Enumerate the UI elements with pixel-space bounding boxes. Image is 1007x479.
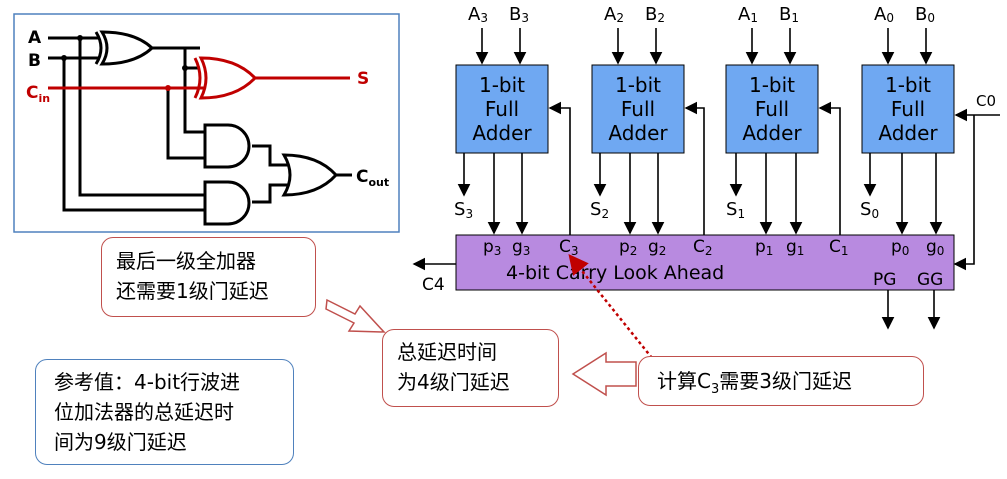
cla-adder-diagram: 1-bit Full Adder 1-bit Full Adder 1-bit … xyxy=(412,4,1000,330)
input-b3-label: B3 xyxy=(509,4,529,25)
gate-level-full-adder: A B Cin xyxy=(13,13,400,233)
block-arrow-right xyxy=(325,298,386,333)
callout-text: 最后一级全加器 xyxy=(116,249,256,273)
callout-text: 需要3级门延迟 xyxy=(719,369,852,393)
input-a3-label: A3 xyxy=(468,4,488,25)
callout-text: 为4级门延迟 xyxy=(397,370,510,394)
pin-p2: p2 xyxy=(619,237,637,258)
cla-box xyxy=(455,234,955,291)
callout-text: 位加法器的总延迟时 xyxy=(54,400,234,424)
pin-c3: C3 xyxy=(559,237,579,258)
callout-total-delay: 总延迟时间 为4级门延迟 xyxy=(382,329,559,407)
sum-s3-label: S3 xyxy=(454,199,473,221)
input-b2-label: B2 xyxy=(645,4,665,25)
output-s-label: S xyxy=(357,69,369,89)
callout-text: 间为9级门延迟 xyxy=(54,430,187,454)
sum-s2-label: S2 xyxy=(590,199,609,221)
adder-label: 1-bit xyxy=(749,73,795,97)
cla-title: 4-bit Carry Look Ahead xyxy=(506,262,724,284)
input-b-label: B xyxy=(28,51,41,71)
full-adder-3: 1-bit Full Adder xyxy=(455,64,549,154)
input-a-label: A xyxy=(28,28,42,48)
c0-label: C0 xyxy=(976,92,996,110)
input-b1-label: B1 xyxy=(779,4,799,25)
pin-p3: p3 xyxy=(483,237,501,258)
pin-c2: C2 xyxy=(693,237,713,258)
pg-label: PG xyxy=(873,270,896,290)
callout-text: 总延迟时间 xyxy=(397,340,497,364)
input-a1-label: A1 xyxy=(738,4,758,25)
adder-label: 1-bit xyxy=(479,73,525,97)
full-adder-2: 1-bit Full Adder xyxy=(591,64,685,154)
callout-text: 参考值：4-bit行波进 xyxy=(54,370,241,394)
output-cout-label: Cout xyxy=(356,167,389,189)
adder-label: Full xyxy=(755,97,789,121)
input-cin-label: Cin xyxy=(26,83,50,105)
block-arrow-left xyxy=(571,351,637,397)
pin-c1: C1 xyxy=(829,237,849,258)
pin-g3: g3 xyxy=(512,237,530,258)
input-a2-label: A2 xyxy=(604,4,624,25)
sum-s0-label: S0 xyxy=(860,199,879,221)
input-b0-label: B0 xyxy=(915,4,935,25)
pin-g2: g2 xyxy=(648,237,666,258)
pin-p1: p1 xyxy=(755,237,773,258)
gg-label: GG xyxy=(917,270,943,290)
pin-g1: g1 xyxy=(786,237,804,258)
callout-last-adder: 最后一级全加器 还需要1级门延迟 xyxy=(101,237,316,317)
callout-text: 计算C xyxy=(657,369,711,393)
adder-label: Full xyxy=(621,97,655,121)
callout-text: 还需要1级门延迟 xyxy=(116,279,269,303)
pin-g0: g0 xyxy=(926,237,944,258)
callout-c3-delay: 计算C3需要3级门延迟 xyxy=(638,356,924,406)
adder-label: 1-bit xyxy=(615,73,661,97)
full-adder-1: 1-bit Full Adder xyxy=(725,64,819,154)
adder-label: 1-bit xyxy=(885,73,931,97)
sum-s1-label: S1 xyxy=(726,199,745,221)
pin-p0: p0 xyxy=(891,237,909,258)
adder-label: Adder xyxy=(608,121,668,145)
callout-reference: 参考值：4-bit行波进 位加法器的总延迟时 间为9级门延迟 xyxy=(35,359,294,465)
adder-label: Adder xyxy=(472,121,532,145)
adder-label: Adder xyxy=(742,121,802,145)
full-adder-0: 1-bit Full Adder xyxy=(861,64,955,154)
adder-label: Full xyxy=(485,97,519,121)
c3-pointer-arrow xyxy=(568,254,653,359)
adder-label: Full xyxy=(891,97,925,121)
input-a0-label: A0 xyxy=(874,4,894,25)
adder-label: Adder xyxy=(878,121,938,145)
c4-label: C4 xyxy=(422,275,445,295)
callout-subscript: 3 xyxy=(710,382,720,397)
